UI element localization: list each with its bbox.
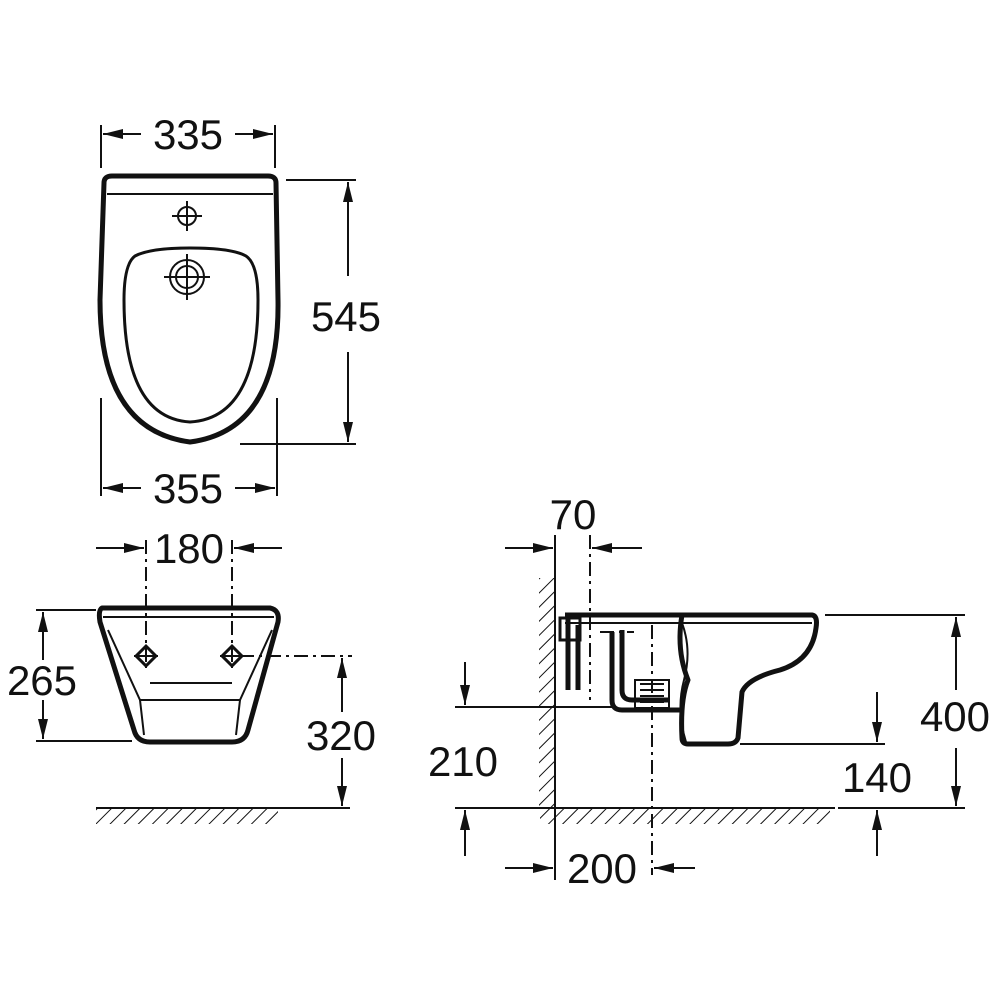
dim-label-320: 320 [306, 712, 376, 759]
floor-hatch [96, 809, 278, 824]
dim-label-400: 400 [920, 693, 990, 740]
dim-label-200: 200 [567, 845, 637, 892]
front-view: 180 265 320 [7, 525, 376, 824]
dim-label-335: 335 [153, 111, 223, 158]
dim-label-210: 210 [428, 738, 498, 785]
side-view: 70 210 400 140 200 [428, 491, 990, 892]
dim-label-355: 355 [153, 465, 223, 512]
dim-label-70: 70 [550, 491, 597, 538]
dim-label-180: 180 [154, 525, 224, 572]
tap-hole-icon [172, 201, 202, 231]
side-floor-hatch [540, 809, 830, 824]
dim-label-140: 140 [842, 754, 912, 801]
dim-label-265: 265 [7, 657, 77, 704]
dim-label-545: 545 [311, 293, 381, 340]
wall-hatch [539, 578, 554, 808]
waste-hole-icon [164, 254, 210, 300]
waste-trap [565, 618, 680, 713]
bidet-outline-side [565, 612, 819, 747]
bidet-bowl-inner [122, 246, 260, 424]
top-view: 335 545 355 [97, 111, 381, 512]
bidet-outline-front [96, 605, 281, 745]
bidet-outline-top [97, 173, 281, 445]
